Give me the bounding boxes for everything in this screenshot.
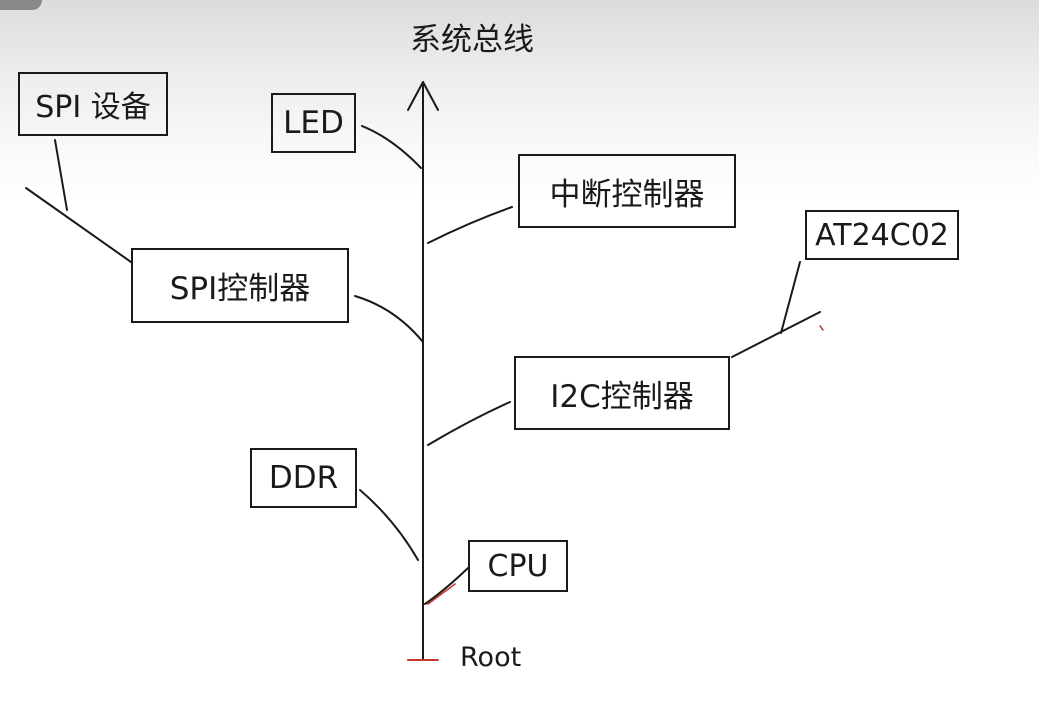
ddr-box: DDR [250,448,357,508]
spi-controller-connector [354,295,424,343]
cpu-accent-mark [427,583,456,605]
cpu-box: CPU [468,540,568,592]
interrupt-controller-connector [427,206,513,244]
bus-arrowhead [407,81,439,111]
root-label: Root [460,642,522,673]
cpu-connector [424,567,469,605]
led-box: LED [271,93,356,153]
at24c02-connector [780,261,801,334]
ddr-connector [359,489,419,561]
at24c02-box: AT24C02 [805,210,959,260]
interrupt-controller-box: 中断控制器 [518,154,736,228]
spi-controller-box: SPI控制器 [131,248,349,323]
at24c02-chain-connector [731,311,821,358]
spi-device-connector [54,139,68,211]
spi-device-box: SPI 设备 [18,72,168,136]
spi-device-chain-connector [25,187,132,263]
i2c-controller-connector [427,401,511,446]
stray-accent-mark [819,325,824,331]
system-bus-title: 系统总线 [410,22,534,58]
window-corner-shadow [0,0,42,10]
led-connector [361,125,422,169]
i2c-controller-box: I2C控制器 [514,356,730,430]
